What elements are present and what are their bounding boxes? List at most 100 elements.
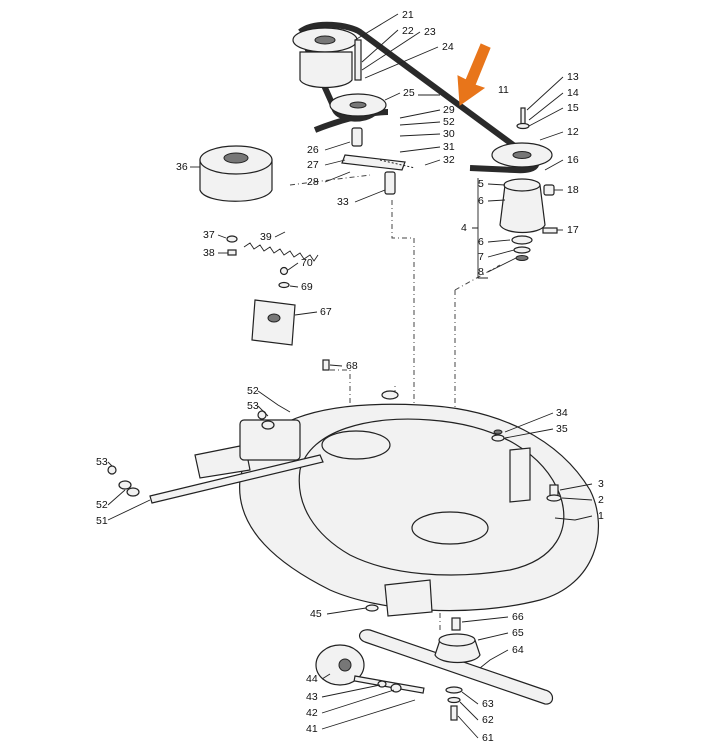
- label-53-mid: 53: [247, 400, 259, 412]
- blade-64: [358, 629, 554, 705]
- top-pulley-hub: [314, 35, 336, 45]
- bolt-13: [520, 107, 526, 125]
- label-61: 61: [482, 732, 494, 744]
- deck-fitting-top: [381, 390, 399, 400]
- blade-hub-65: [434, 639, 481, 664]
- bushing-26: [351, 127, 363, 147]
- bolt-38: [227, 249, 237, 256]
- label-45: 45: [310, 608, 322, 620]
- label-37: 37: [203, 229, 215, 241]
- label-32: 32: [443, 154, 455, 166]
- label-5: 5: [478, 178, 484, 190]
- label-30: 30: [443, 128, 455, 140]
- label-16: 16: [567, 154, 579, 166]
- label-1: 1: [598, 510, 604, 522]
- bushing-43: [377, 680, 387, 688]
- label-67: 67: [320, 306, 332, 318]
- nut-34: [493, 429, 503, 435]
- label-4: 4: [461, 222, 467, 234]
- clutch-hub: [223, 152, 249, 164]
- washer-14: [516, 122, 530, 130]
- label-18: 18: [567, 184, 579, 196]
- mower-deck-group: [194, 390, 599, 617]
- label-7: 7: [478, 251, 484, 263]
- spindle-washer-6: [511, 235, 533, 245]
- label-25: 25: [403, 87, 415, 99]
- left-spindle-well: [321, 430, 391, 460]
- leader-lines: [107, 13, 593, 739]
- label-36: 36: [176, 161, 188, 173]
- label-21: 21: [402, 9, 414, 21]
- idler-arm-27: [341, 154, 406, 171]
- label-38: 38: [203, 247, 215, 259]
- link-rod-51: [149, 454, 324, 504]
- clip-45: [365, 604, 379, 612]
- bracket-hole: [267, 313, 281, 323]
- label-44: 44: [306, 673, 318, 685]
- right-spindle-top: [503, 178, 541, 192]
- screw-68: [322, 359, 330, 371]
- label-14: 14: [567, 87, 579, 99]
- label-33: 33: [337, 196, 349, 208]
- label-17: 17: [567, 224, 579, 236]
- washer-52c: [261, 420, 275, 430]
- label-62: 62: [482, 714, 494, 726]
- washer-37: [226, 235, 238, 243]
- label-3: 3: [598, 478, 604, 490]
- washer-52a: [118, 480, 132, 490]
- label-12: 12: [567, 126, 579, 138]
- label-29: 29: [443, 104, 455, 116]
- pulley-belt-loop: [313, 109, 389, 133]
- label-24: 24: [442, 41, 454, 53]
- axle-bolt-41: [353, 675, 425, 694]
- label-66: 66: [512, 611, 524, 623]
- label-6-lower: 6: [478, 236, 484, 248]
- label-52-mid: 52: [247, 385, 259, 397]
- spring-31: [379, 159, 416, 169]
- label-68: 68: [346, 360, 358, 372]
- label-70: 70: [301, 257, 313, 269]
- label-6-upper: 6: [478, 195, 484, 207]
- label-34: 34: [556, 407, 568, 419]
- deck-bracket-left: [239, 419, 301, 461]
- label-64: 64: [512, 644, 524, 656]
- part-number-labels: 21 22 23 24 11 13 14 15 12 25 29 52 30 3…: [96, 9, 604, 744]
- washer-62: [447, 696, 461, 704]
- key-66: [451, 617, 461, 631]
- label-52-left: 52: [96, 499, 108, 511]
- orange-arrow: [457, 43, 491, 106]
- wheel-hub: [338, 658, 352, 672]
- link-rod-group: [107, 410, 324, 504]
- right-pulley-hub: [512, 151, 532, 159]
- washer-35: [491, 434, 505, 442]
- tension-spring-39: [243, 242, 319, 262]
- label-13: 13: [567, 71, 579, 83]
- pivot-33: [384, 171, 396, 195]
- highlight-arrow: [457, 43, 491, 106]
- belt-drive-group: [199, 21, 558, 371]
- label-53-left: 53: [96, 456, 108, 468]
- label-11: 11: [498, 84, 509, 96]
- label-28: 28: [307, 176, 319, 188]
- label-31: 31: [443, 141, 455, 153]
- spindle-washer-7: [513, 246, 531, 254]
- pulley-bolt: [354, 39, 362, 81]
- spindle-nut-8: [515, 255, 529, 261]
- label-22: 22: [402, 25, 414, 37]
- bolt-17: [542, 227, 558, 234]
- label-8: 8: [478, 266, 484, 278]
- washer-63: [445, 686, 463, 694]
- bracket-67: [251, 299, 296, 346]
- bolt-61: [450, 705, 458, 721]
- right-spindle-housing: [499, 184, 546, 234]
- top-spindle-housing: [299, 51, 353, 89]
- label-23: 23: [424, 26, 436, 38]
- washer-52b: [126, 487, 140, 497]
- label-42: 42: [306, 707, 318, 719]
- label-27: 27: [307, 159, 319, 171]
- label-52-top: 52: [443, 116, 455, 128]
- blade-hub-top: [438, 633, 476, 647]
- label-51: 51: [96, 515, 108, 527]
